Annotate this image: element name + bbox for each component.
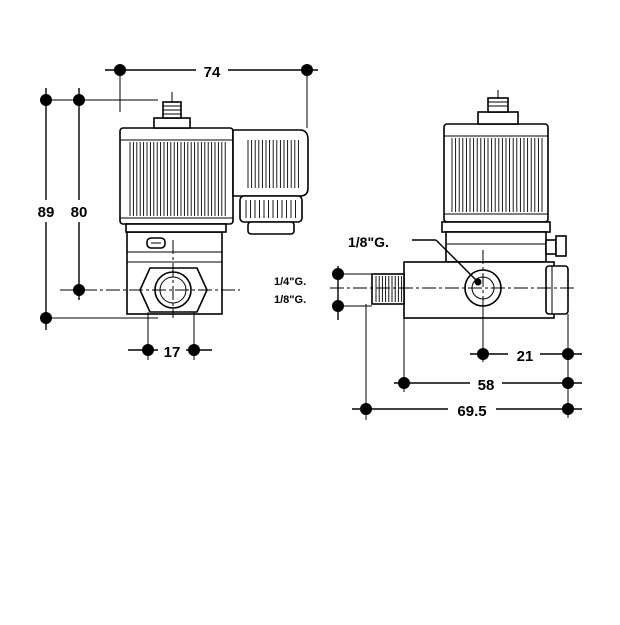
pilot-port-label: 1/8"G. xyxy=(348,234,389,250)
side-view: 1/8"G. 1/4"G. 1/8"G. 21 xyxy=(274,90,582,420)
dim-21-label: 21 xyxy=(517,348,534,365)
dim-17-label: 17 xyxy=(164,344,181,361)
dim-58-label: 58 xyxy=(478,377,495,394)
dim-69-5-label: 69.5 xyxy=(457,403,486,420)
port-b-label: 1/8"G. xyxy=(274,294,306,306)
dimension-89: 89 xyxy=(32,88,158,330)
port-thread-dimensions: 1/4"G. 1/8"G. xyxy=(274,266,372,320)
dimension-80: 80 xyxy=(64,88,94,300)
side-coil xyxy=(441,90,567,263)
dim-80-label: 80 xyxy=(71,204,88,221)
dim-74-label: 74 xyxy=(204,64,221,81)
dimension-69-5: 69.5 xyxy=(352,304,582,420)
dimension-21: 21 xyxy=(470,306,582,418)
front-coil xyxy=(119,92,234,233)
dimension-17: 17 xyxy=(128,312,212,361)
dimension-74: 74 xyxy=(105,60,318,128)
front-connector xyxy=(232,129,309,235)
side-valve-body xyxy=(371,261,569,319)
front-valve-body xyxy=(126,231,223,315)
front-view: 74 89 80 xyxy=(32,60,318,361)
dim-89-label: 89 xyxy=(38,204,55,221)
pilot-port-callout: 1/8"G. xyxy=(348,234,482,286)
dimension-58: 58 xyxy=(394,318,582,394)
port-a-label: 1/4"G. xyxy=(274,276,306,288)
